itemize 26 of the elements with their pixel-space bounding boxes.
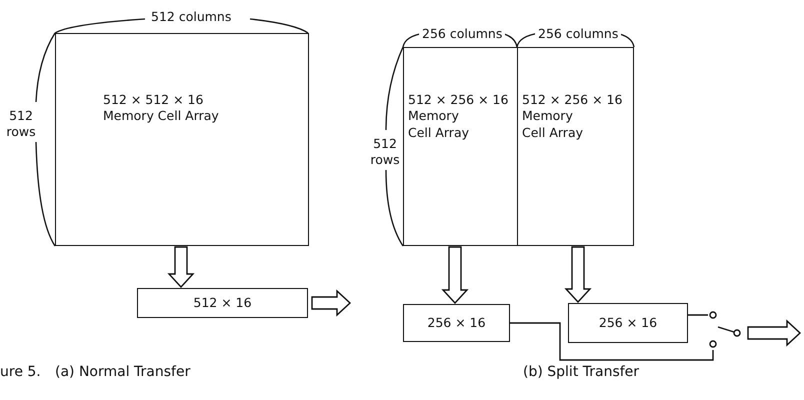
hollow-arrow — [311, 289, 352, 317]
array-name: Memory Cell Array — [103, 108, 219, 124]
hollow-arrow — [167, 246, 195, 288]
connector-wire — [510, 322, 714, 361]
dimension-label: 256 columns — [535, 26, 622, 41]
hollow-arrow — [564, 246, 592, 304]
register-box — [568, 303, 688, 343]
array-size: 256 × 16 — [427, 314, 486, 332]
hollow-arrow — [441, 246, 469, 304]
dimension-label: 256 columns — [419, 26, 506, 41]
array-size: 512 × 16 — [193, 294, 252, 312]
memory-array-box — [403, 47, 518, 246]
array-name: Memory Cell Array — [522, 108, 584, 141]
array-size: 512 × 256 × 16 — [522, 92, 622, 108]
connector-wire — [688, 314, 708, 316]
register-box — [403, 304, 510, 342]
array-size: 512 × 512 × 16 — [103, 92, 204, 108]
memory-array-box — [55, 33, 309, 246]
dimension-label: 512 rows — [5, 108, 37, 140]
array-size: 512 × 256 × 16 — [408, 92, 508, 108]
array-name: Memory Cell Array — [408, 108, 470, 141]
memory-array-box — [517, 47, 634, 246]
register-box — [137, 288, 308, 318]
array-size: 256 × 16 — [598, 314, 658, 332]
dimension-label: 512 rows — [369, 136, 401, 168]
hollow-arrow — [747, 319, 802, 347]
